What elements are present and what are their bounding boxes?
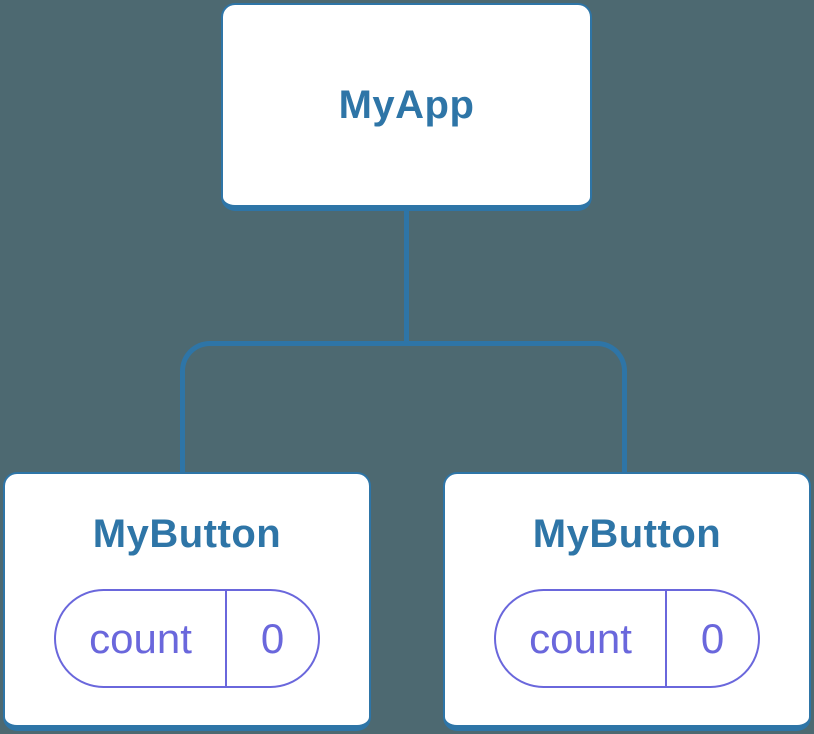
state-key-2: count xyxy=(529,614,632,662)
node-myapp-label: MyApp xyxy=(338,83,475,127)
state-pill-2: count 0 xyxy=(494,589,760,688)
connector-stem xyxy=(404,211,409,345)
state-value-1: 0 xyxy=(225,591,318,686)
node-mybutton-1-label: MyButton xyxy=(92,512,282,556)
node-myapp: MyApp xyxy=(221,3,592,211)
connector-bracket xyxy=(180,341,627,472)
node-mybutton-2-label: MyButton xyxy=(532,512,722,556)
node-mybutton-1: MyButton count 0 xyxy=(3,472,371,731)
node-mybutton-2: MyButton count 0 xyxy=(443,472,811,731)
state-pill-1: count 0 xyxy=(54,589,320,688)
state-key-1: count xyxy=(89,614,192,662)
state-value-2: 0 xyxy=(665,591,758,686)
